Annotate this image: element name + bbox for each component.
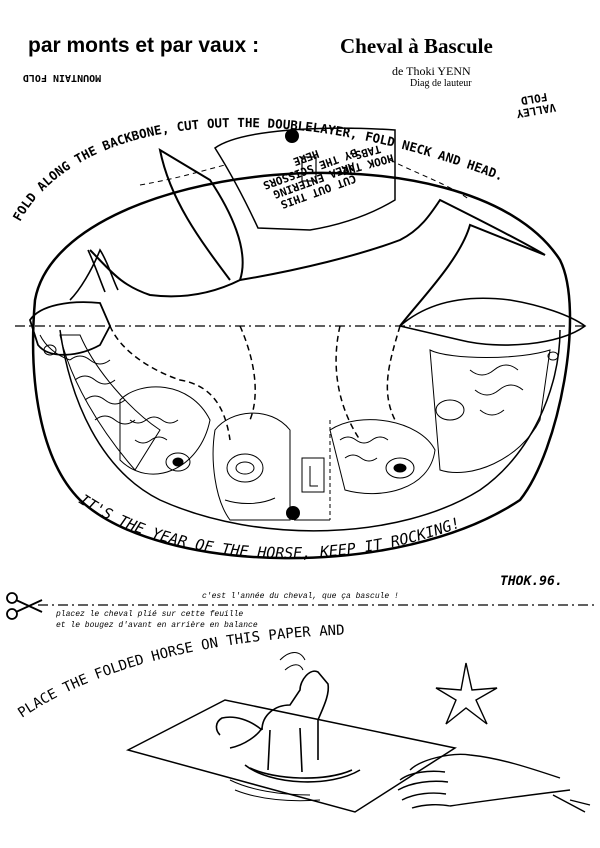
- place-instruction-text: PLACE THE FOLDED HORSE ON THIS PAPER AND: [15, 623, 345, 722]
- author-credit: de Thoki YENN: [392, 64, 471, 78]
- horse-tail: [398, 297, 587, 346]
- horse-head: [29, 301, 111, 356]
- paper-sheet: [125, 699, 457, 813]
- rocker-outline: [31, 171, 572, 560]
- model-title: Cheval à Bascule: [340, 34, 493, 58]
- tab-slot: [301, 156, 317, 182]
- horse-legs: [109, 325, 401, 441]
- rocking-horse-icon: [215, 670, 361, 783]
- artist-signature: THOK.96.: [500, 574, 563, 589]
- hook-hole-top: [285, 129, 299, 143]
- cut-out-area: [213, 127, 396, 231]
- hook-hole-bottom: [286, 506, 300, 520]
- french-note-year: c'est l'année du cheval, que ça bascule …: [202, 592, 399, 601]
- french-note-place: placez le cheval plié sur cette feuille: [56, 610, 244, 619]
- year-of-horse-text: IT'S THE YEAR OF THE HORSE, KEEP IT ROCK…: [76, 490, 463, 562]
- star-icon: [435, 662, 498, 725]
- diagram-credit: Diag de lauteur: [410, 78, 472, 89]
- hand-icon: [397, 753, 591, 813]
- horse-silhouette: [89, 147, 546, 327]
- rocker-inner-band: [59, 329, 561, 532]
- scissors-icon: [6, 592, 43, 620]
- decorative-panels: [39, 334, 559, 521]
- french-note-rock: et le bougez d'avant en arrière en balan…: [56, 621, 258, 630]
- page-title-french: par monts et par vaux :: [28, 34, 260, 57]
